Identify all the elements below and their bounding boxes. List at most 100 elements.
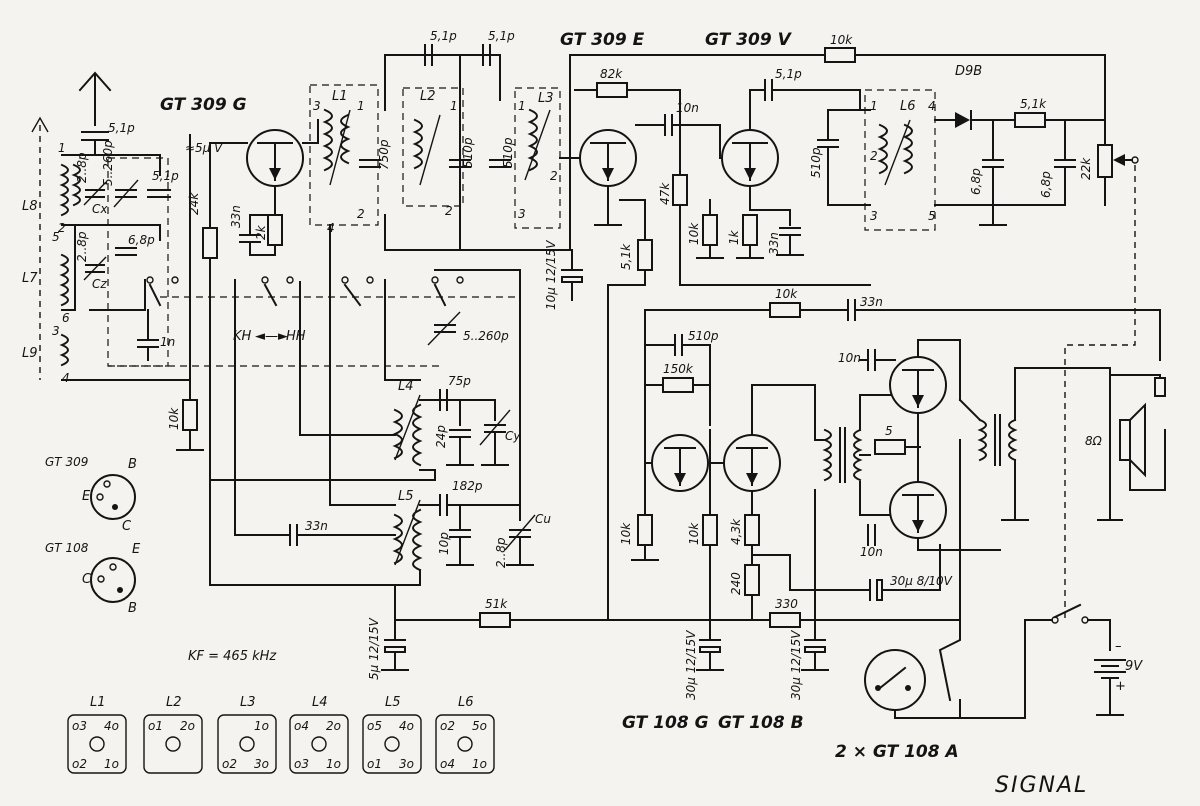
label-pinout-gt309: GT 309	[45, 455, 88, 469]
resistor-10k-c	[702, 514, 718, 546]
band-switch-frame	[107, 157, 169, 367]
switch-s1	[146, 276, 179, 307]
resistor-24k	[202, 227, 218, 259]
label-c-30u-b: 30μ 12/15V	[684, 630, 698, 700]
svg-text:2: 2	[58, 221, 66, 235]
label-c-2-8-a: 2..8p	[75, 152, 89, 183]
svg-text:o1: o1	[148, 719, 163, 733]
label-r-22k: 22k	[1079, 157, 1093, 180]
svg-text:4o: 4o	[104, 719, 119, 733]
trimmer-5-260-a	[113, 179, 139, 208]
trimmer-cx	[83, 181, 107, 206]
pin-c-309: C	[122, 519, 132, 534]
output-transformer	[977, 414, 1018, 466]
label-c-510-e: 510p	[688, 329, 719, 343]
svg-text:L2: L2	[166, 695, 182, 710]
svg-text:3o: 3o	[399, 757, 414, 771]
svg-text:1: 1	[450, 99, 458, 113]
capacitor-30u-c	[804, 639, 826, 653]
resistor-10k-a	[702, 214, 718, 246]
label-L5: L5	[398, 489, 414, 504]
svg-text:6: 6	[62, 311, 70, 325]
coil-L9	[59, 333, 69, 367]
svg-text:4: 4	[928, 99, 936, 113]
label-r-10k-e: 10k	[167, 407, 181, 430]
label-c-6p8-b: 6,8p	[1039, 171, 1053, 198]
label-L9: L9	[22, 346, 38, 361]
label-c-24: 24p	[434, 425, 448, 448]
label-c-ant: 5,1p	[108, 121, 135, 135]
potentiometer-22k	[1097, 144, 1125, 178]
label-L7: L7	[22, 271, 38, 286]
svg-text:1: 1	[357, 99, 365, 113]
coil-footprint-L6: L6 o2 5o o4 1o	[435, 695, 495, 774]
capacitor-5p1-b	[764, 79, 773, 101]
label-c-510-c: 510p	[809, 147, 823, 178]
transistor-out-bottom	[889, 481, 947, 539]
resistor-10k-b	[637, 514, 653, 546]
coil-L8	[59, 163, 81, 217]
svg-text:1o: 1o	[254, 719, 269, 733]
label-r-51k: 51k	[485, 597, 508, 611]
transistor-t1	[246, 129, 304, 187]
svg-text:2: 2	[870, 149, 878, 163]
output-pair-symbol	[864, 649, 926, 711]
capacitor-6p8-a	[982, 159, 1004, 168]
label-c-5u: 5μ 12/15V	[367, 617, 381, 680]
resistor-5k1	[1014, 112, 1046, 128]
capacitor-5u	[384, 639, 406, 653]
label-c-10p: 10p	[437, 532, 451, 555]
label-L6: L6	[900, 99, 916, 114]
label-r-5k1-b: 5,1k	[619, 243, 633, 270]
svg-text:1: 1	[58, 141, 66, 155]
label-c-5-260-b: 5..260p	[463, 329, 509, 343]
switch-s3	[341, 276, 374, 307]
coil-L3	[524, 108, 551, 181]
label-c-top2: 5,1p	[488, 29, 515, 43]
capacitor-33n-b	[779, 227, 801, 236]
antenna-icon	[31, 71, 112, 380]
label-L4: L4	[398, 379, 414, 394]
capacitor-33n-c	[289, 524, 298, 546]
capacitor-5p1-c	[147, 189, 171, 198]
label-c-33n-fb: 33n	[860, 295, 883, 309]
label-L3: L3	[538, 91, 554, 106]
svg-text:1o: 1o	[472, 757, 487, 771]
svg-text:–: –	[1115, 639, 1122, 654]
label-af1: GT 108 G	[622, 713, 709, 733]
trimmer-cz	[83, 256, 107, 281]
svg-text:1: 1	[518, 99, 526, 113]
driver-transformer	[822, 427, 863, 483]
label-kh: KH	[233, 329, 252, 344]
label-if-freq: KF = 465 kHz	[188, 649, 277, 664]
capacitor-10n-a	[664, 114, 673, 136]
svg-text:1o: 1o	[326, 757, 341, 771]
label-cy: Cy	[505, 429, 521, 443]
svg-text:3: 3	[52, 324, 60, 338]
label-c-33n-c: 33n	[305, 519, 328, 533]
resistor-5	[874, 439, 906, 455]
label-c-33n-a: 33n	[229, 205, 243, 228]
page-title: SIGNAL	[995, 773, 1088, 798]
switch-s2	[261, 276, 294, 307]
svg-text:5o: 5o	[472, 719, 487, 733]
pinout-gt108	[90, 557, 136, 603]
label-c-182: 182p	[452, 479, 483, 493]
transistor-t3	[721, 129, 779, 187]
if-can-L6	[864, 89, 936, 231]
if-can-L2	[402, 87, 464, 207]
label-r-24k: 24k	[187, 192, 201, 215]
coil-footprint-L3: L3 1o o2 3o	[217, 695, 277, 774]
label-c-10n-b: 10n	[838, 351, 861, 365]
resistor-51k	[479, 612, 511, 628]
svg-text:L6: L6	[458, 695, 474, 710]
label-r-10k-b: 10k	[619, 522, 633, 545]
switch-s4	[431, 276, 464, 307]
capacitor-5p1-top2	[482, 44, 491, 66]
capacitor-ant	[81, 131, 109, 156]
label-L8: L8	[22, 199, 38, 214]
label-cz: Cz	[92, 277, 107, 291]
pin-b-309: B	[128, 457, 137, 472]
label-af2: GT 108 B	[718, 713, 804, 733]
svg-text:2o: 2o	[326, 719, 341, 733]
